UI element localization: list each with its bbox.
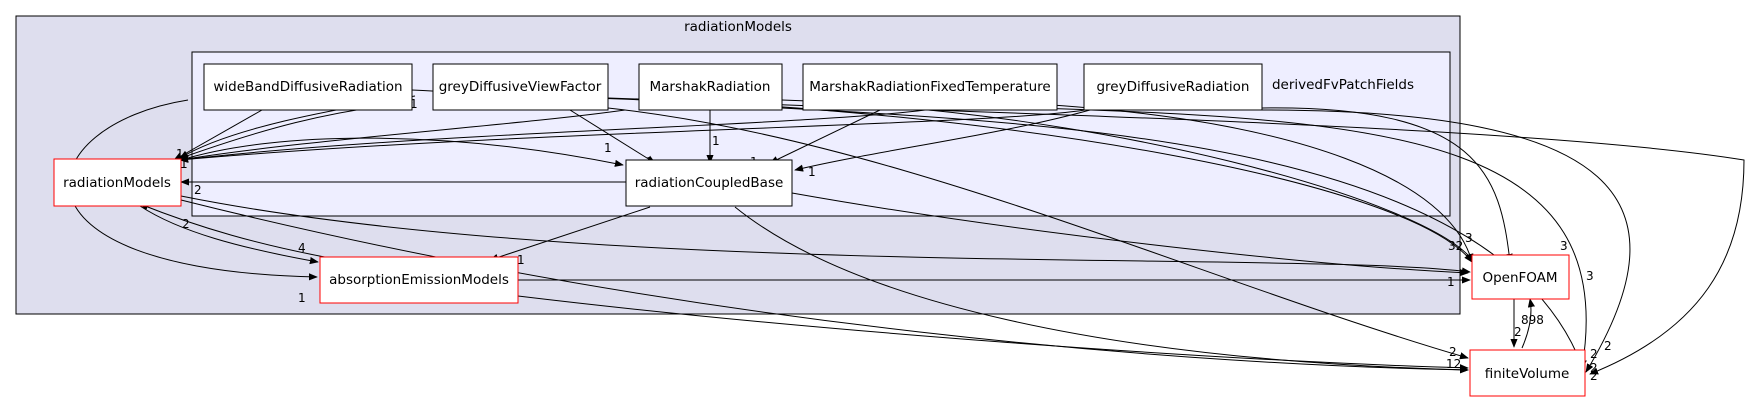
node-label: OpenFOAM [1482,270,1557,286]
edge-marshakfixed-openfoam [1035,103,1474,263]
edge-label: 1 [712,134,720,148]
node-label: greyDiffusiveRadiation [1096,79,1249,95]
edge-coupled-absorption [489,206,651,261]
edge-label: 1 [176,147,184,161]
node-label: MarshakRadiationFixedTemperature [809,79,1050,95]
edge-label: 1 [410,97,418,111]
edge-greyview-finitevolume [607,107,1469,360]
edge-label: 898 [1521,313,1544,327]
node-MarshakRadiationFixedTemperature[interactable]: MarshakRadiationFixedTemperature [802,63,1058,111]
edge-coupled-openfoam [791,192,1469,277]
edge-label: 1 [180,157,188,171]
edge-label: 3 [1560,239,1568,253]
edge-label: 2 [1514,325,1522,339]
edge-label: 2 [1449,345,1457,359]
edge-radmodels-finitevolume [180,199,1469,374]
edge-label: 1 [604,141,612,155]
node-label: MarshakRadiation [650,79,771,95]
edge-label: 1 [517,253,525,267]
cluster-radiationModels-label: radiationModels [684,19,792,35]
node-MarshakRadiation[interactable]: MarshakRadiation [638,63,783,111]
edge-label: 2 [1590,369,1598,383]
edge-radmodels-openfoam [180,195,1471,275]
edge-absorption-radmodels [139,203,331,259]
edge-radmodels-absorption [139,205,319,265]
edge-label: 1 [298,291,306,305]
node-label: greyDiffusiveViewFactor [439,79,602,95]
edge-label: 1 [808,165,816,179]
edge-coupled-finitevolume [734,206,1469,374]
node-absorptionEmissionModels[interactable]: absorptionEmissionModels [319,256,519,304]
edge-label: 2 [1590,361,1598,375]
node-greyDiffusiveRadiation[interactable]: greyDiffusiveRadiation [1083,63,1263,111]
node-radiationCoupledBase[interactable]: radiationCoupledBase [625,159,793,207]
edge-label: 32 [1448,239,1463,253]
edge-label: 2 [182,217,190,231]
edge-label: 2 [194,183,202,197]
node-label: radiationCoupledBase [635,175,784,191]
node-greyDiffusiveViewFactor[interactable]: greyDiffusiveViewFactor [432,63,609,111]
node-wideBandDiffusiveRadiation[interactable]: wideBandDiffusiveRadiation [203,63,413,111]
edge-label: 1 [1447,275,1455,289]
edge-labels: 1 1 1 1 1 1 1 1 2 2 4 1 1 32 3 3 3 1 898… [176,97,1612,383]
node-finiteVolume[interactable]: finiteVolume [1469,349,1586,397]
edge-greydiff-finitevolume [1261,109,1631,373]
edge-marshakfixed-radmodels [179,109,926,163]
edge-marshakfixed-finitevolume [1035,107,1587,369]
edge-label: 3 [1586,269,1594,283]
node-label: wideBandDiffusiveRadiation [213,79,402,95]
edge-greydiff-radmodels [179,109,1086,163]
node-radiationModels[interactable]: radiationModels [53,158,182,207]
edge-greyview-coupled [569,109,656,164]
edge-label: 12 [1446,357,1461,371]
node-OpenFOAM[interactable]: OpenFOAM [1471,254,1570,300]
edge-marshakfixed-coupled [769,109,881,164]
edge-absorption-finitevolume [517,295,1469,372]
edge-label: 2 [1590,347,1598,361]
edge-greydiff-coupled [794,109,1091,172]
edge-label: 2 [1604,339,1612,353]
cluster-derivedFvPatchFields-label: derivedFvPatchFields [1272,77,1414,93]
edge-finitevolume-openfoam [1521,298,1535,349]
edge-greydiff-openfoam [1261,107,1513,263]
node-label: radiationModels [63,175,171,191]
edge-marshak-radmodels [179,109,626,163]
edges [68,89,1745,375]
node-label: finiteVolume [1485,366,1570,382]
edge-label: 4 [298,241,306,255]
edge-label: 3 [1465,231,1473,245]
node-label: absorptionEmissionModels [329,272,509,288]
edge-radmodels-coupled [180,137,624,167]
